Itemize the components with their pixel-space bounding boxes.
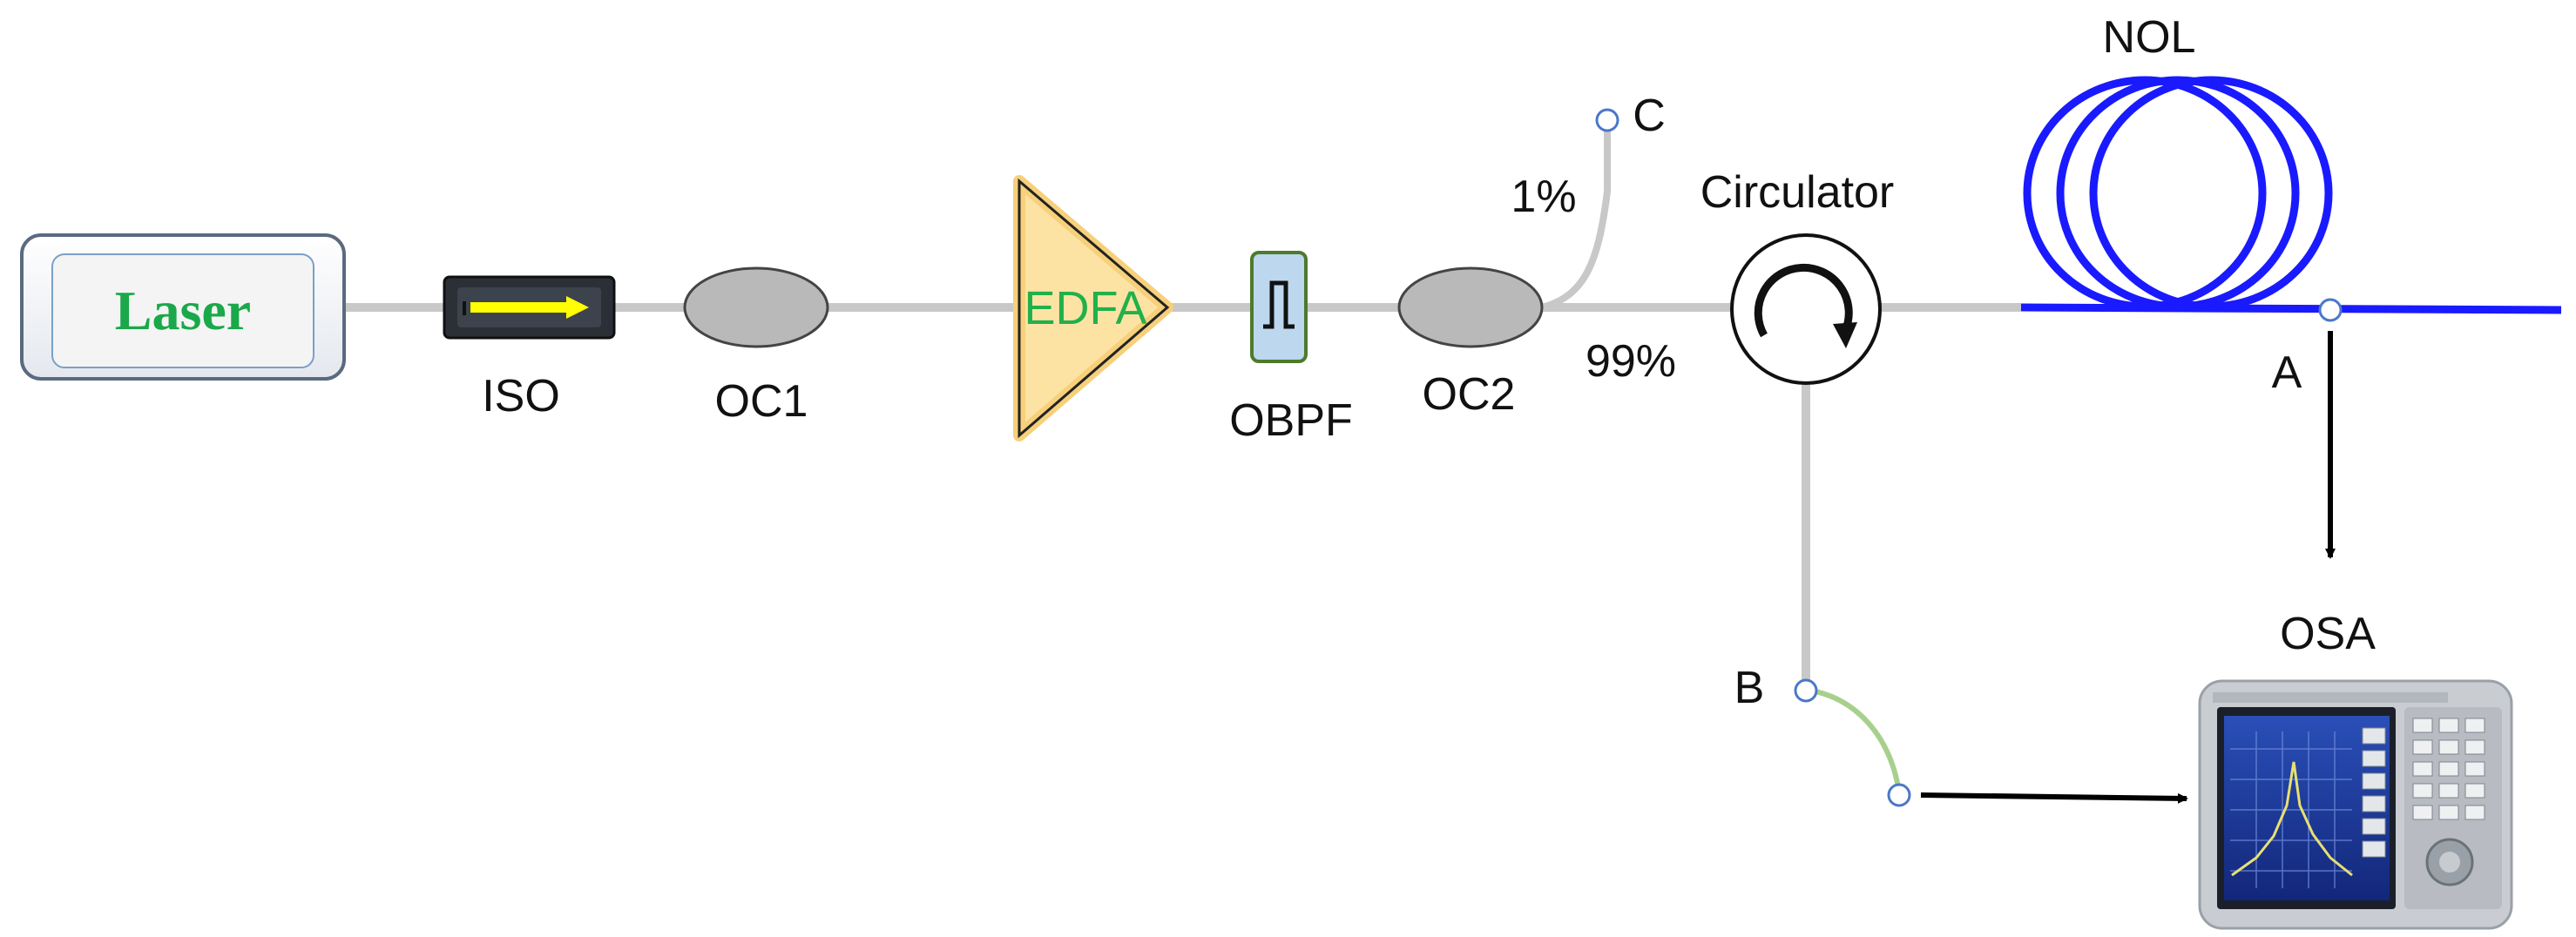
circulator-label: Circulator: [1700, 167, 1895, 218]
tap-fiber-to-c: [1540, 122, 1611, 311]
nol-label: NOL: [2103, 12, 2196, 63]
nol-fiber-loop: [2020, 76, 2562, 314]
circular-arrow-icon: [1754, 263, 1853, 338]
obpf-filter: [1250, 251, 1308, 363]
port-b-label: B: [1734, 663, 1765, 713]
patch-cord-end-marker: [1887, 783, 1911, 807]
patch-cord: [1805, 687, 1902, 793]
iso-label: ISO: [482, 371, 560, 421]
spectrum-trace: [2231, 761, 2353, 877]
oc2-label: OC2: [1423, 369, 1516, 420]
isolator: [443, 275, 616, 340]
laser-label: Laser: [115, 280, 251, 341]
port-a-marker: [2318, 298, 2343, 322]
osa-instrument: [2198, 679, 2513, 930]
port-b-marker: [1794, 678, 1818, 703]
bandpass-icon: [1263, 280, 1295, 329]
osa-label: OSA: [2280, 609, 2376, 659]
port-a-label: A: [2272, 347, 2302, 398]
oc1-label: OC1: [715, 376, 808, 427]
oc1-coupler: [683, 266, 829, 348]
arrow-right-icon: [566, 296, 589, 319]
obpf-label: OBPF: [1229, 395, 1353, 446]
tap-ratio-label: 1%: [1511, 172, 1576, 222]
through-ratio-label: 99%: [1585, 336, 1676, 387]
circulator: [1730, 233, 1882, 385]
port-c-label: C: [1633, 91, 1666, 141]
b-to-osa-arrow: [1920, 792, 2188, 804]
osa-screen: [2224, 716, 2390, 900]
port-c-marker: [1595, 108, 1619, 132]
laser: Laser: [20, 233, 346, 381]
oc2-coupler: [1397, 266, 1544, 348]
edfa-amplifier: EDFA: [1013, 175, 1173, 442]
edfa-label: EDFA: [1024, 282, 1146, 334]
